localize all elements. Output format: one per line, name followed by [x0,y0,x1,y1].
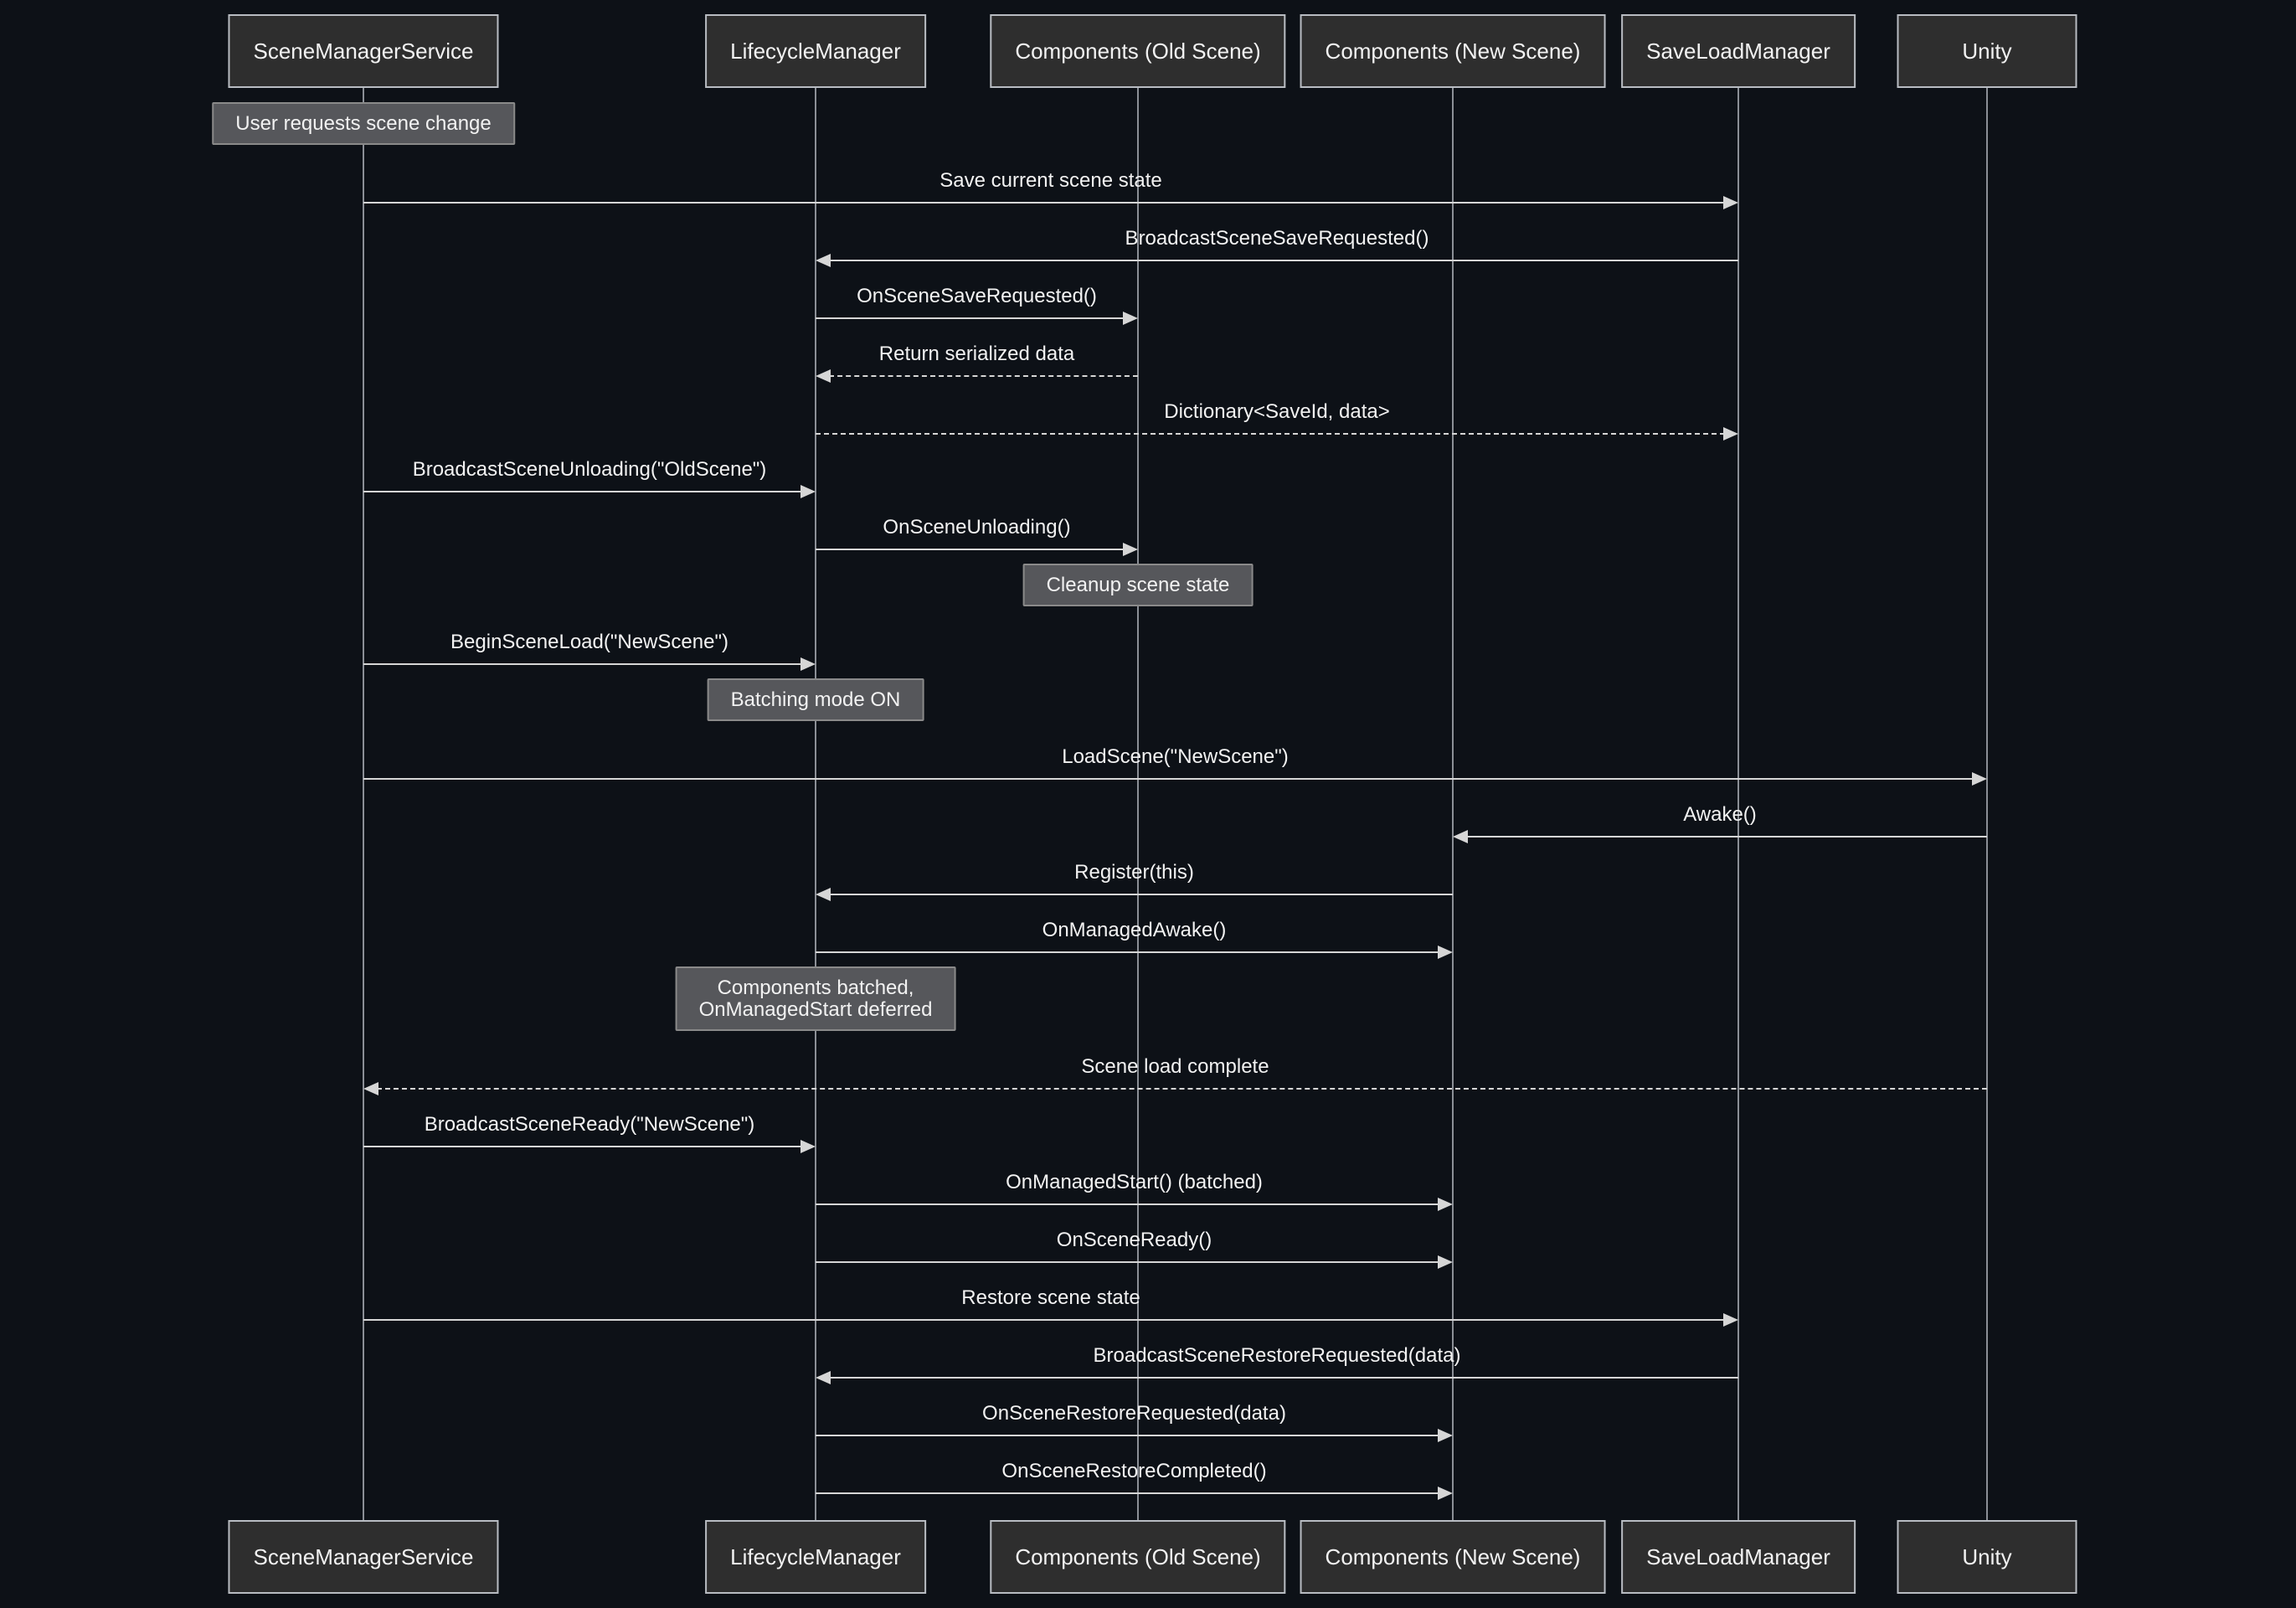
message-line-3 [829,260,1738,261]
message-arrowhead-21 [1723,1313,1738,1327]
note-1: User requests scene change [212,102,515,145]
message-line-19 [816,1203,1439,1205]
message-arrowhead-6 [1723,427,1738,441]
message-label-2: Save current scene state [940,169,1162,192]
lifeline-lm [815,88,816,1520]
note-line: Batching mode ON [730,688,901,711]
message-label-6: Dictionary<SaveId, data> [1164,400,1390,423]
message-arrowhead-24 [1438,1487,1453,1500]
message-arrowhead-3 [816,254,831,267]
message-arrowhead-4 [1123,312,1138,325]
actor-slm-bottom: SaveLoadManager [1621,1520,1856,1594]
message-line-13 [1466,836,1987,838]
note-16: Components batched,OnManagedStart deferr… [675,966,956,1031]
message-label-24: OnSceneRestoreCompleted() [1001,1460,1267,1482]
message-line-18 [363,1146,802,1147]
message-label-21: Restore scene state [961,1286,1140,1309]
actor-slm-top: SaveLoadManager [1621,14,1856,88]
message-label-10: BeginSceneLoad("NewScene") [450,631,728,653]
message-line-24 [816,1492,1439,1494]
note-line: Cleanup scene state [1046,573,1230,596]
actor-lm-bottom: LifecycleManager [705,1520,926,1594]
actor-sms-top: SceneManagerService [228,14,499,88]
actor-cos-top: Components (Old Scene) [990,14,1286,88]
lifeline-slm [1737,88,1739,1520]
message-label-18: BroadcastSceneReady("NewScene") [424,1113,755,1136]
message-arrowhead-15 [1438,946,1453,959]
message-line-10 [363,663,802,665]
message-label-3: BroadcastSceneSaveRequested() [1125,227,1429,250]
message-arrowhead-17 [363,1082,378,1095]
message-arrowhead-13 [1453,830,1468,843]
message-line-20 [816,1261,1439,1263]
message-line-4 [816,317,1125,319]
message-label-19: OnManagedStart() (batched) [1006,1171,1263,1193]
message-label-22: BroadcastSceneRestoreRequested(data) [1093,1344,1461,1367]
note-line: OnManagedStart deferred [698,997,933,1021]
message-label-17: Scene load complete [1081,1055,1269,1078]
note-11: Batching mode ON [707,678,924,721]
message-arrowhead-10 [801,657,816,671]
actor-cos-bottom: Components (Old Scene) [990,1520,1286,1594]
message-line-15 [816,951,1439,953]
actor-cns-bottom: Components (New Scene) [1300,1520,1606,1594]
message-label-13: Awake() [1683,803,1757,826]
message-line-7 [363,491,802,492]
message-label-8: OnSceneUnloading() [883,516,1071,539]
lifeline-unity [1986,88,1988,1520]
actor-sms-bottom: SceneManagerService [228,1520,499,1594]
message-label-4: OnSceneSaveRequested() [857,285,1097,307]
message-line-22 [829,1377,1738,1379]
message-arrowhead-7 [801,485,816,498]
message-line-14 [829,894,1453,895]
message-arrowhead-23 [1438,1429,1453,1442]
message-label-5: Return serialized data [878,343,1075,365]
message-arrowhead-22 [816,1371,831,1384]
actor-lm-top: LifecycleManager [705,14,926,88]
actor-cns-top: Components (New Scene) [1300,14,1606,88]
message-arrowhead-14 [816,888,831,901]
message-label-14: Register(this) [1074,861,1194,884]
message-label-15: OnManagedAwake() [1042,919,1227,941]
message-arrowhead-5 [816,369,831,383]
note-9: Cleanup scene state [1022,564,1254,606]
message-line-23 [816,1435,1439,1436]
message-arrowhead-12 [1972,772,1987,786]
lifeline-cns [1452,88,1454,1520]
message-arrowhead-8 [1123,543,1138,556]
note-line: Components batched, [717,976,914,999]
message-arrowhead-20 [1438,1255,1453,1269]
message-arrowhead-18 [801,1140,816,1153]
message-label-20: OnSceneReady() [1056,1229,1212,1251]
message-arrowhead-19 [1438,1198,1453,1211]
actor-unity-top: Unity [1897,14,2077,88]
message-line-5 [829,375,1138,377]
message-line-21 [363,1319,1725,1321]
message-label-7: BroadcastSceneUnloading("OldScene") [412,458,767,481]
message-arrowhead-2 [1723,196,1738,209]
message-line-6 [816,433,1725,435]
message-line-12 [363,778,1974,780]
message-label-12: LoadScene("NewScene") [1062,745,1289,768]
lifeline-cos [1137,88,1139,1520]
actor-unity-bottom: Unity [1897,1520,2077,1594]
message-line-17 [377,1088,1987,1090]
message-label-23: OnSceneRestoreRequested(data) [982,1402,1286,1425]
message-line-8 [816,549,1125,550]
message-line-2 [363,202,1725,204]
lifeline-sms [363,88,364,1520]
note-line: User requests scene change [235,111,492,135]
